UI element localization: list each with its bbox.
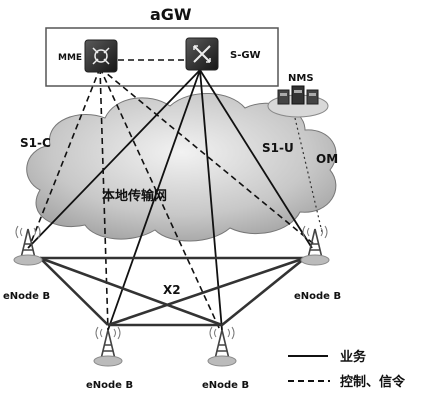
enodeb-1-label: eNode B [3,291,50,302]
server-icon [277,89,290,105]
transport-cloud [26,93,337,242]
x2-label: X2 [163,283,181,297]
s1u-label: S1-U [262,141,294,155]
mme-enb3-control [99,67,109,331]
nms-label: NMS [288,73,314,84]
mme-enb2-control [99,67,316,246]
nms-node [267,85,329,118]
cell-tower-icon [300,225,330,266]
legend: 业务 控制、信令 [288,349,406,390]
sgw-enb1-service [27,69,201,249]
cell-tower-icon [13,225,43,266]
om-label: OM [316,152,338,166]
cloud-label: 本地传输网 [102,188,167,204]
enodeb-2-label: eNode B [294,291,341,302]
legend-service-label: 业务 [340,349,367,365]
server-icon [291,85,305,105]
enodeb-4-label: eNode B [202,380,249,391]
sgw-label: S-GW [230,50,261,61]
enodeb-2 [300,225,330,266]
cell-tower-icon [207,326,237,367]
sgw-enb2-service [199,69,313,249]
sgw-enb3-service [107,69,201,331]
enodeb-3-label: eNode B [86,380,133,391]
server-icon [306,89,319,105]
enodeb-4 [207,326,237,367]
diagram-title: aGW [150,5,192,24]
enodeb-1 [13,225,43,266]
mme-node [84,39,118,73]
mme-enb4-control [99,67,221,331]
switch-icon [193,45,211,63]
mme-label: MME [58,53,82,63]
sgw-node [185,37,219,71]
x2-mesh [39,256,306,327]
s1c-label: S1-C [20,136,51,150]
mme-enb1-control [29,67,101,246]
router-icon [94,49,108,63]
cell-tower-icon [93,326,123,367]
enodeb-3 [93,326,123,367]
legend-control-label: 控制、信令 [340,374,406,390]
